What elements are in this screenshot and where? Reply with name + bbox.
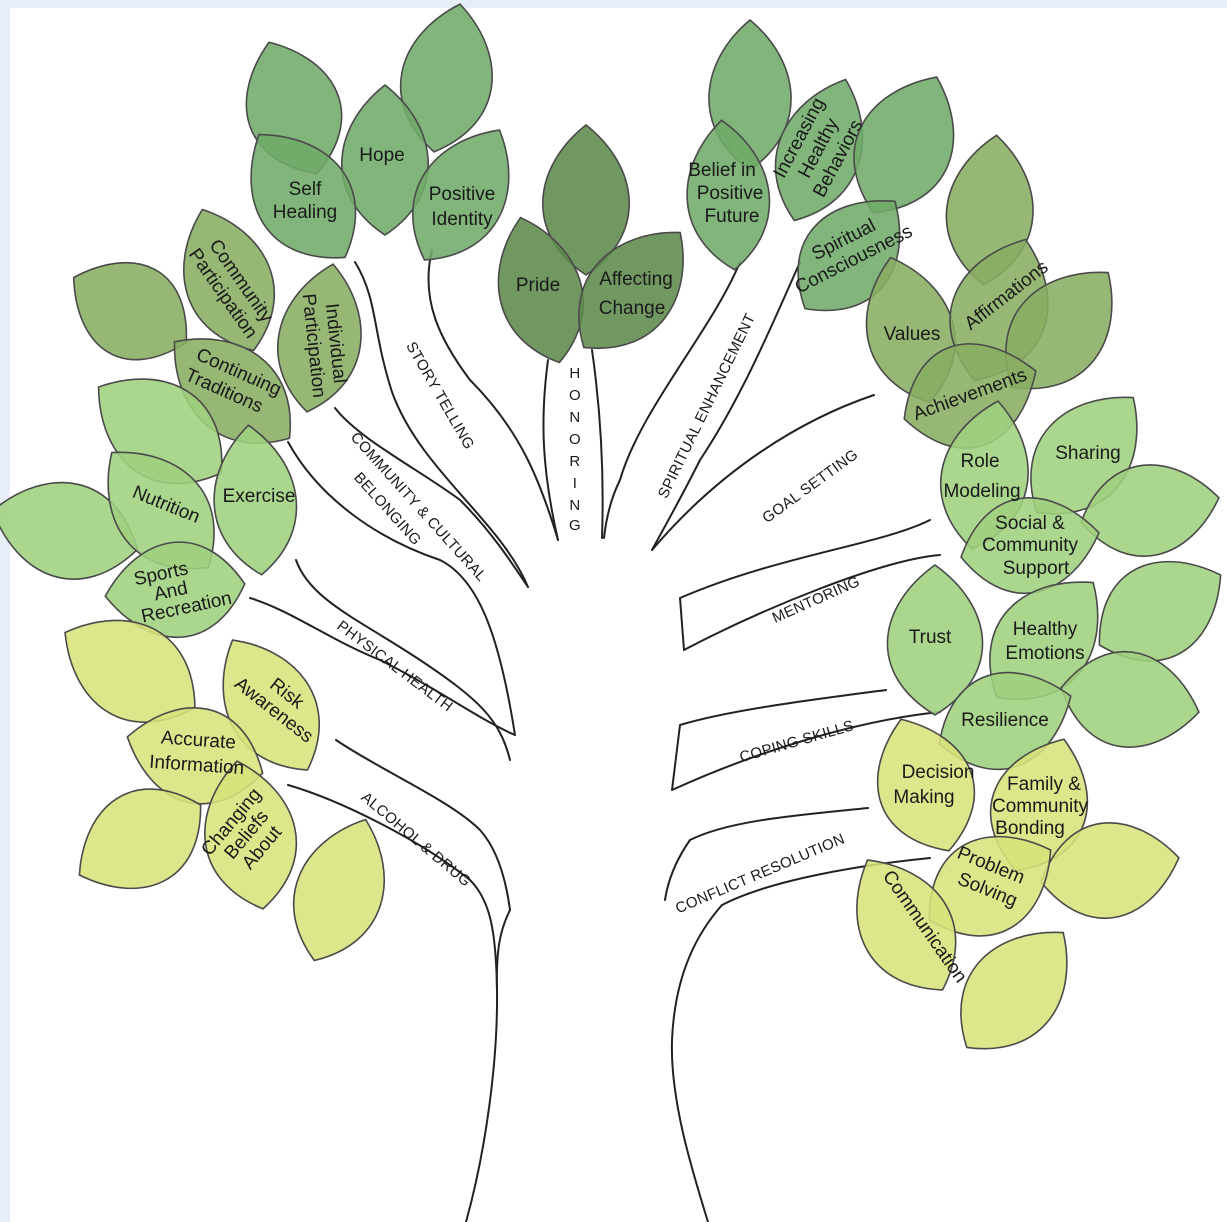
leaf-label-trust: Trust <box>909 627 952 648</box>
honoring-letter: N <box>569 497 580 514</box>
leaf-label-sharing: Sharing <box>1055 443 1121 464</box>
leaf-label-resilience: Resilience <box>961 710 1049 731</box>
leaf-label-exercise: Exercise <box>223 486 296 507</box>
honoring-letter: R <box>569 453 580 470</box>
leaf-label-pride: Pride <box>516 275 560 296</box>
honoring-letter: N <box>569 409 580 426</box>
honoring-letter: I <box>573 475 577 492</box>
leaf-label-hope: Hope <box>359 145 404 166</box>
honoring-letter: O <box>569 431 581 448</box>
honoring-letter: O <box>569 387 581 404</box>
honoring-letter: G <box>569 517 581 534</box>
honoring-letter: H <box>569 365 580 382</box>
leaf-label-values: Values <box>884 324 941 345</box>
